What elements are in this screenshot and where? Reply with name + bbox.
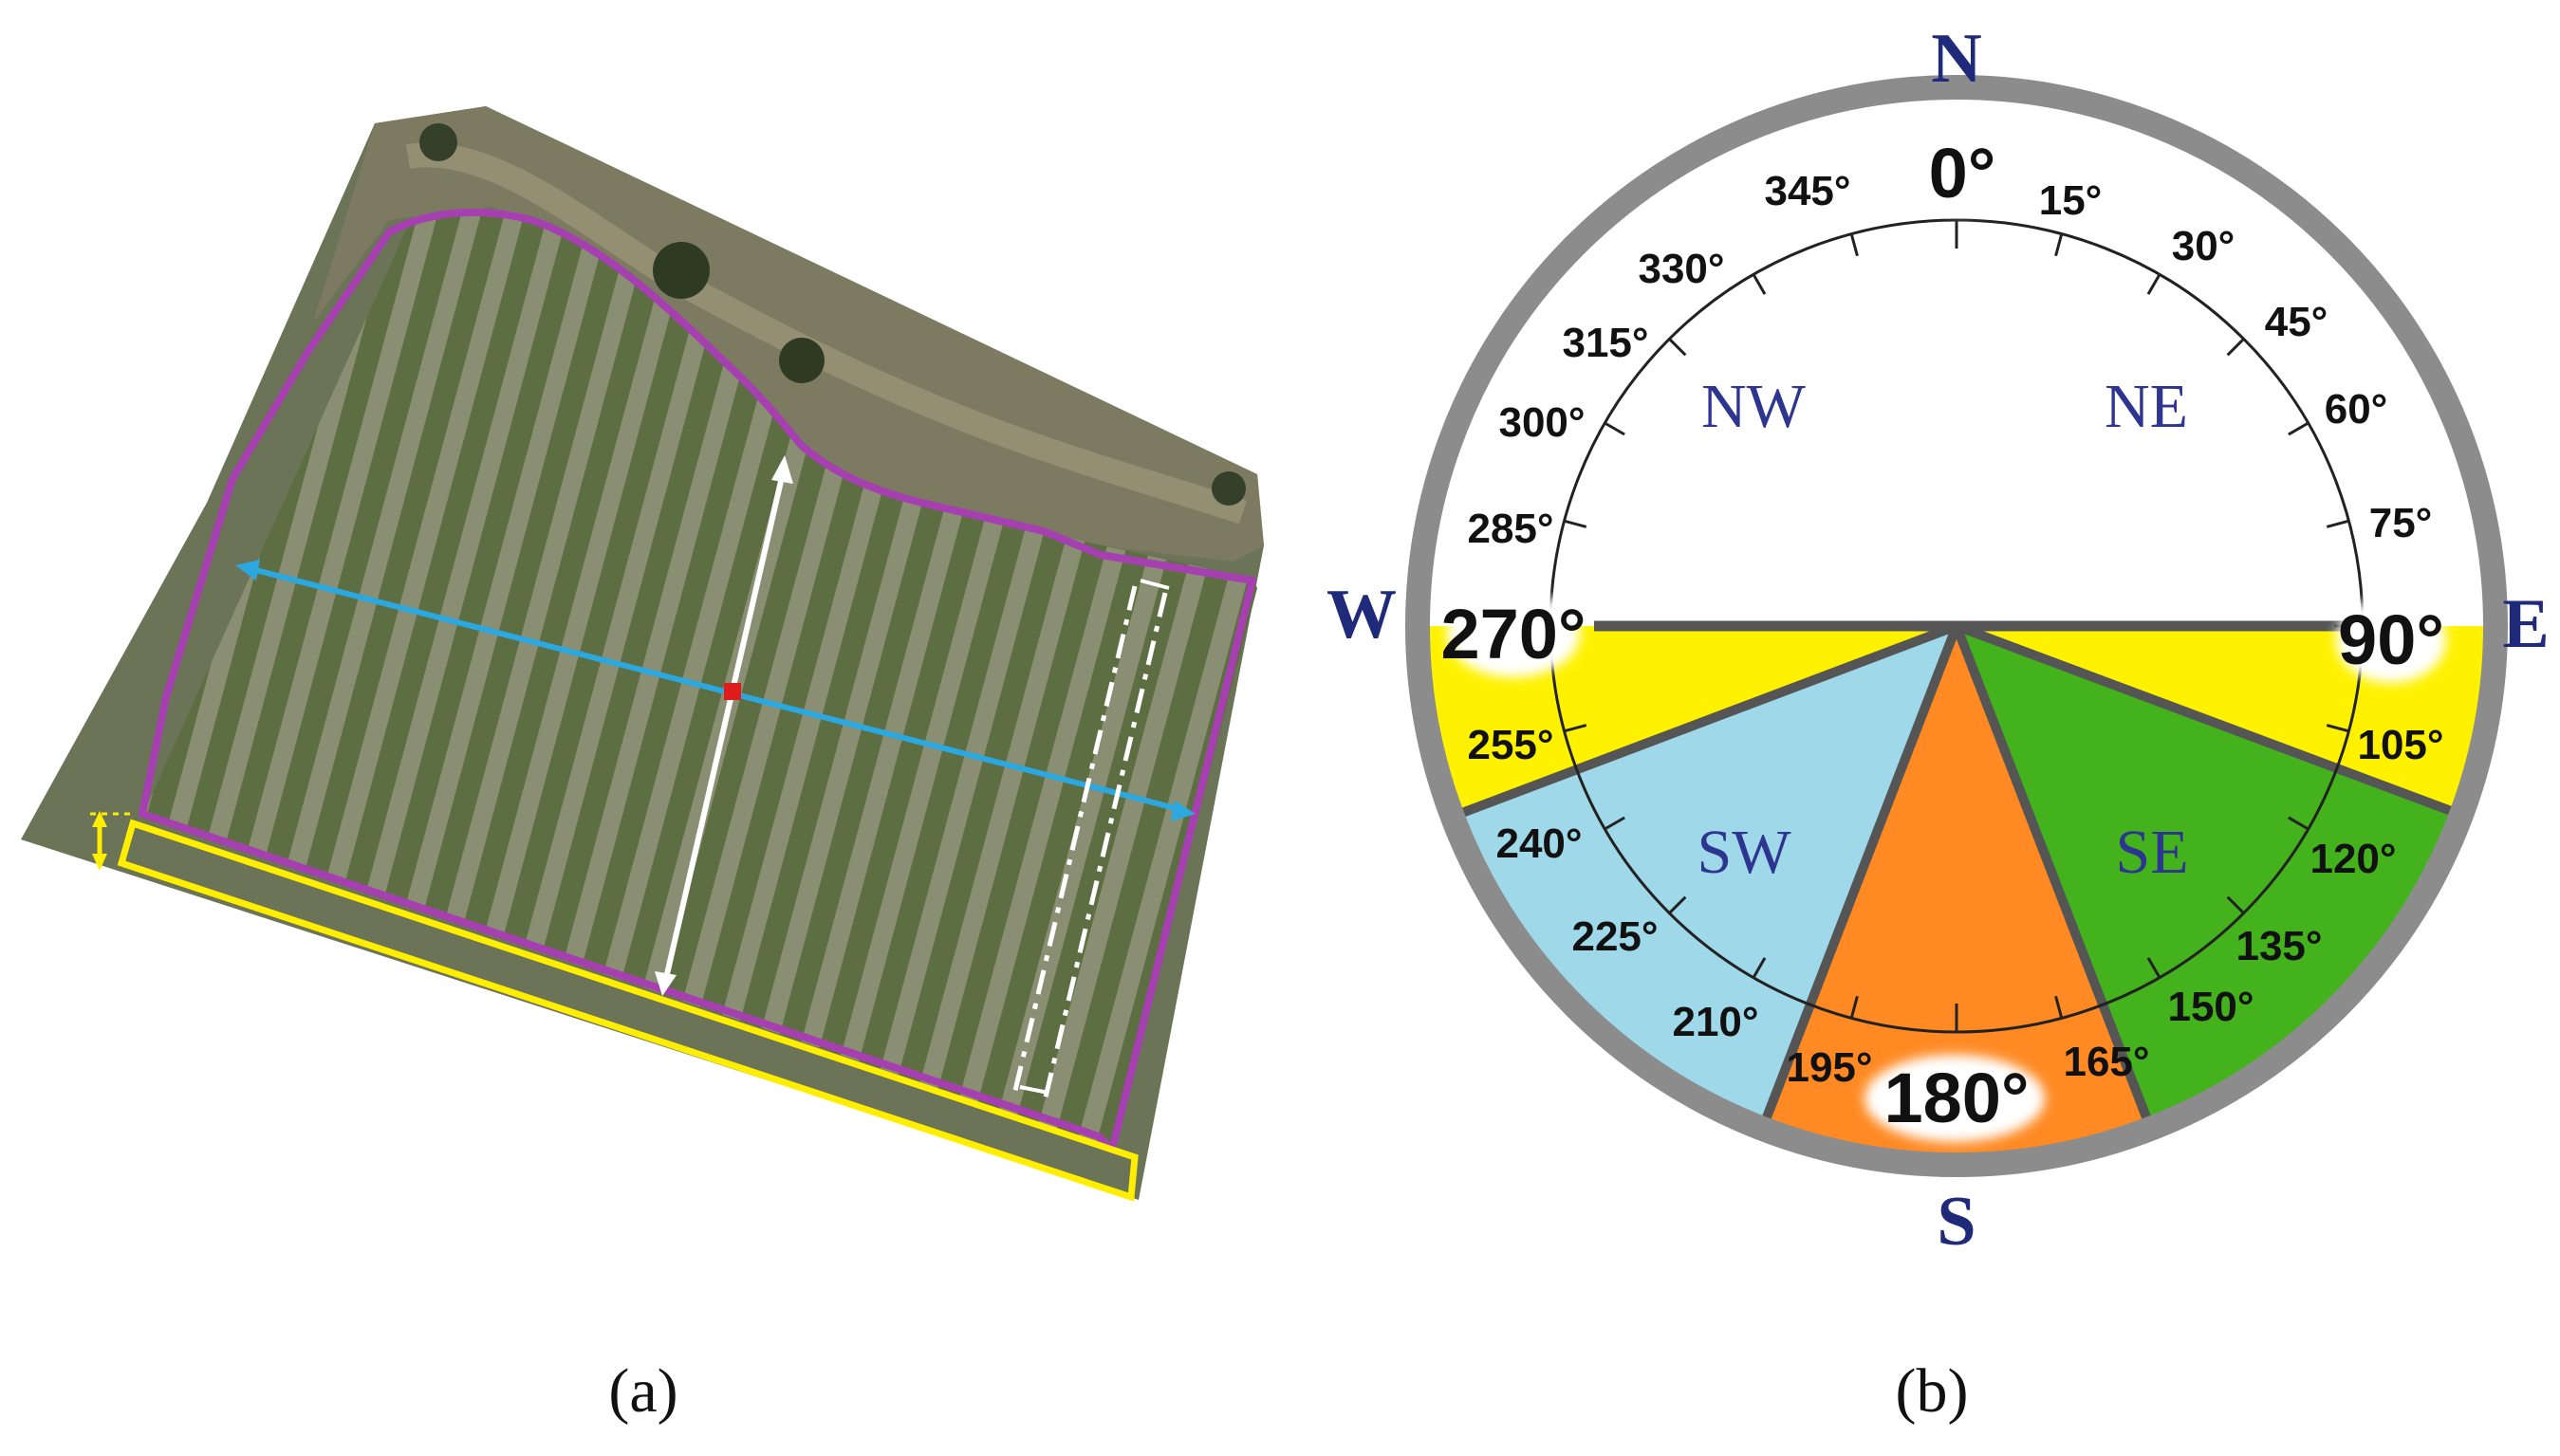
compass-ring bbox=[1405, 75, 2508, 1177]
degree-label-300: 300° bbox=[1498, 399, 1585, 446]
tree bbox=[653, 242, 710, 299]
caption-a: (a) bbox=[608, 1356, 677, 1426]
degree-tick bbox=[2326, 724, 2349, 733]
degree-tick bbox=[2226, 895, 2245, 914]
degree-tick bbox=[2146, 957, 2161, 979]
cardinal-label-n: N bbox=[1931, 20, 1981, 98]
sector-south bbox=[1744, 626, 2169, 1165]
degree-label-180: 180° bbox=[1883, 1059, 2029, 1137]
degree-label-165: 165° bbox=[2063, 1039, 2149, 1085]
degree-tick bbox=[2146, 273, 2161, 295]
degree-tick bbox=[1849, 233, 1859, 257]
degree-tick bbox=[1752, 957, 1767, 979]
field-boundary bbox=[139, 208, 1256, 1153]
degree-label-345: 345° bbox=[1764, 168, 1850, 214]
degree-label-225: 225° bbox=[1571, 913, 1658, 960]
degree-label-270: 270° bbox=[1440, 595, 1586, 673]
caption-b: (b) bbox=[1896, 1356, 1969, 1426]
degree-label-255: 255° bbox=[1467, 722, 1553, 768]
degree-label-60: 60° bbox=[2325, 386, 2388, 433]
field-length-line bbox=[655, 455, 793, 996]
degree-label-15: 15° bbox=[2039, 177, 2103, 224]
label-halos bbox=[1447, 129, 2446, 1142]
headland-strip bbox=[117, 819, 1139, 1202]
degree-tick bbox=[1604, 421, 1625, 436]
degree-label-195: 195° bbox=[1786, 1044, 1872, 1091]
sector-divider bbox=[1418, 621, 1958, 839]
cardinal-label-s: S bbox=[1937, 1183, 1976, 1261]
field-width-line bbox=[235, 560, 1196, 821]
degree-tick bbox=[2288, 421, 2310, 436]
tree bbox=[779, 338, 825, 383]
degree-label-45: 45° bbox=[2265, 299, 2328, 345]
ordinal-label-ne: NE bbox=[2105, 372, 2188, 441]
field-centroid bbox=[724, 683, 741, 700]
degree-label-240: 240° bbox=[1495, 820, 1582, 867]
degree-tick bbox=[2226, 338, 2245, 357]
tree bbox=[1212, 471, 1246, 506]
degree-tick bbox=[1668, 895, 1687, 914]
cardinal-label-e: E bbox=[2502, 585, 2549, 663]
degree-label-120: 120° bbox=[2310, 836, 2396, 882]
degree-label-75: 75° bbox=[2369, 500, 2433, 546]
degree-label-330: 330° bbox=[1638, 246, 1724, 292]
degree-label-210: 210° bbox=[1672, 999, 1758, 1045]
degree-tick bbox=[2326, 519, 2349, 528]
crop-field bbox=[142, 209, 1257, 1149]
headland-width-marker bbox=[90, 811, 133, 871]
sector-divider bbox=[1955, 621, 2495, 839]
degree-label-105: 105° bbox=[2357, 722, 2443, 768]
compass-panel: 0° 90° 180° 270° 15° 30° 45° 60° 75° 105… bbox=[1326, 20, 2550, 1261]
sector-divider bbox=[1739, 624, 1961, 1165]
degree-tick bbox=[1564, 519, 1587, 528]
degree-tick bbox=[2288, 816, 2310, 831]
cardinal-label-w: W bbox=[1326, 576, 1397, 654]
degree-tick bbox=[1849, 995, 1859, 1019]
sector-east-west-yellow bbox=[1418, 626, 2495, 835]
degree-tick bbox=[2054, 995, 2064, 1019]
degree-label-30: 30° bbox=[2172, 223, 2235, 269]
ordinal-label-se: SE bbox=[2115, 818, 2188, 887]
degree-tick bbox=[2054, 233, 2064, 257]
degree-label-285: 285° bbox=[1467, 506, 1553, 552]
row-spacing-marker bbox=[1011, 579, 1170, 1106]
ordinal-label-nw: NW bbox=[1701, 372, 1807, 441]
degree-tick bbox=[1564, 724, 1587, 733]
degree-label-135: 135° bbox=[2235, 923, 2322, 969]
degree-label-315: 315° bbox=[1562, 320, 1648, 366]
degree-label-0: 0° bbox=[1929, 134, 1996, 212]
aerial-field-panel bbox=[21, 106, 1264, 1202]
sector-divider bbox=[1952, 624, 2174, 1165]
degree-label-150: 150° bbox=[2167, 984, 2254, 1030]
degree-tick bbox=[1668, 338, 1687, 357]
degree-tick bbox=[1752, 273, 1767, 295]
degree-tick bbox=[1604, 816, 1625, 831]
ordinal-label-sw: SW bbox=[1697, 818, 1792, 887]
degree-label-90: 90° bbox=[2338, 600, 2444, 679]
tree bbox=[419, 123, 457, 161]
